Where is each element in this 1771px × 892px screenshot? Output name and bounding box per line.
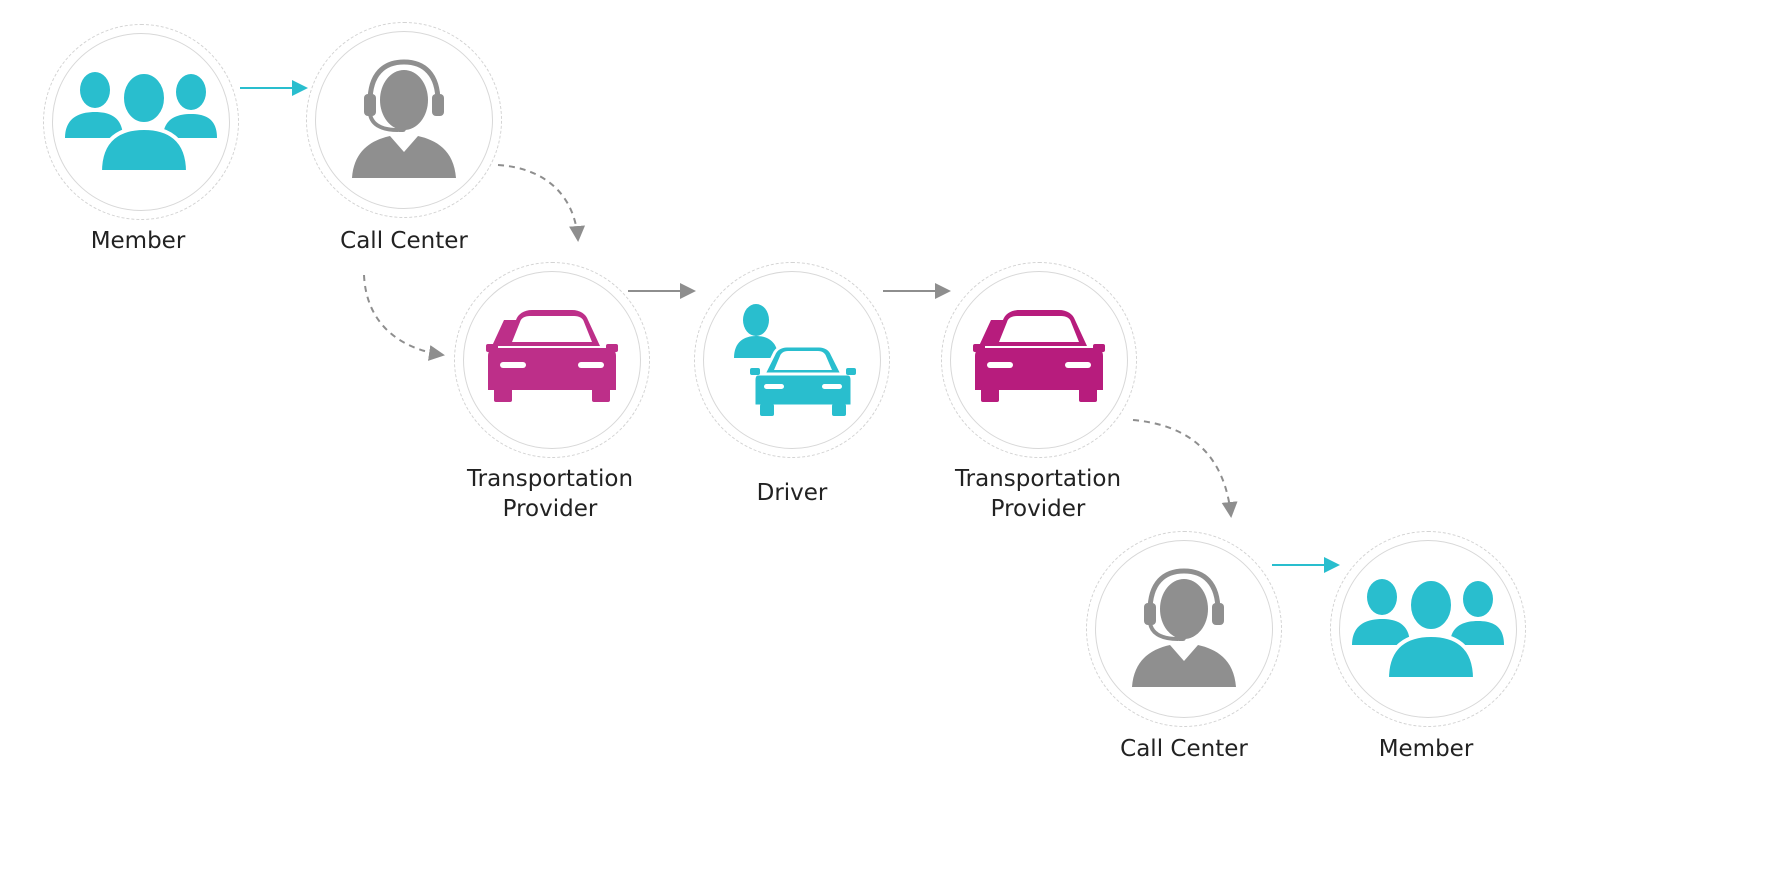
label-line: Call Center (1120, 736, 1248, 762)
node-outer-ring (941, 262, 1137, 458)
node-label-member-1: Member (18, 226, 258, 256)
node-label-provider-2: Transportation Provider (918, 464, 1158, 524)
label-line: Call Center (340, 228, 468, 254)
label-line: Driver (756, 480, 828, 506)
node-inner-ring (1095, 540, 1273, 718)
node-provider-1 (454, 262, 650, 458)
node-inner-ring (463, 271, 641, 449)
node-member-2 (1330, 531, 1526, 727)
members-group-icon (65, 70, 217, 174)
label-line: Transportation (466, 466, 634, 492)
node-call-center-2 (1086, 531, 1282, 727)
label-line: Transportation (954, 466, 1122, 492)
node-label-call-center-2: Call Center (1064, 734, 1304, 764)
label-line: Member (1378, 736, 1474, 762)
node-member-1 (43, 24, 239, 220)
node-provider-2 (941, 262, 1137, 458)
label-line: Member (90, 228, 186, 254)
headset-agent-icon (1132, 568, 1236, 687)
car-icon (486, 310, 618, 402)
node-inner-ring (950, 271, 1128, 449)
node-inner-ring (703, 271, 881, 449)
node-outer-ring (306, 22, 502, 218)
node-outer-ring (694, 262, 890, 458)
node-label-member-2: Member (1306, 734, 1546, 764)
node-driver (694, 262, 890, 458)
label-line: Provider (502, 496, 598, 522)
headset-agent-icon (352, 59, 456, 178)
node-inner-ring (315, 31, 493, 209)
node-inner-ring (52, 33, 230, 211)
node-outer-ring (454, 262, 650, 458)
node-inner-ring (1339, 540, 1517, 718)
node-outer-ring (1086, 531, 1282, 727)
arrow-callcenter-to-provider-upper (497, 164, 586, 242)
node-label-call-center-1: Call Center (284, 226, 524, 256)
driver-car-icon (734, 304, 856, 416)
node-label-provider-1: Transportation Provider (430, 464, 670, 524)
members-group-icon (1352, 577, 1504, 681)
node-outer-ring (1330, 531, 1526, 727)
arrow-callcenter-to-provider-lower (363, 274, 445, 361)
node-call-center-1 (306, 22, 502, 218)
node-label-driver: Driver (672, 478, 912, 508)
car-icon (973, 310, 1105, 402)
node-outer-ring (43, 24, 239, 220)
label-line: Provider (990, 496, 1086, 522)
